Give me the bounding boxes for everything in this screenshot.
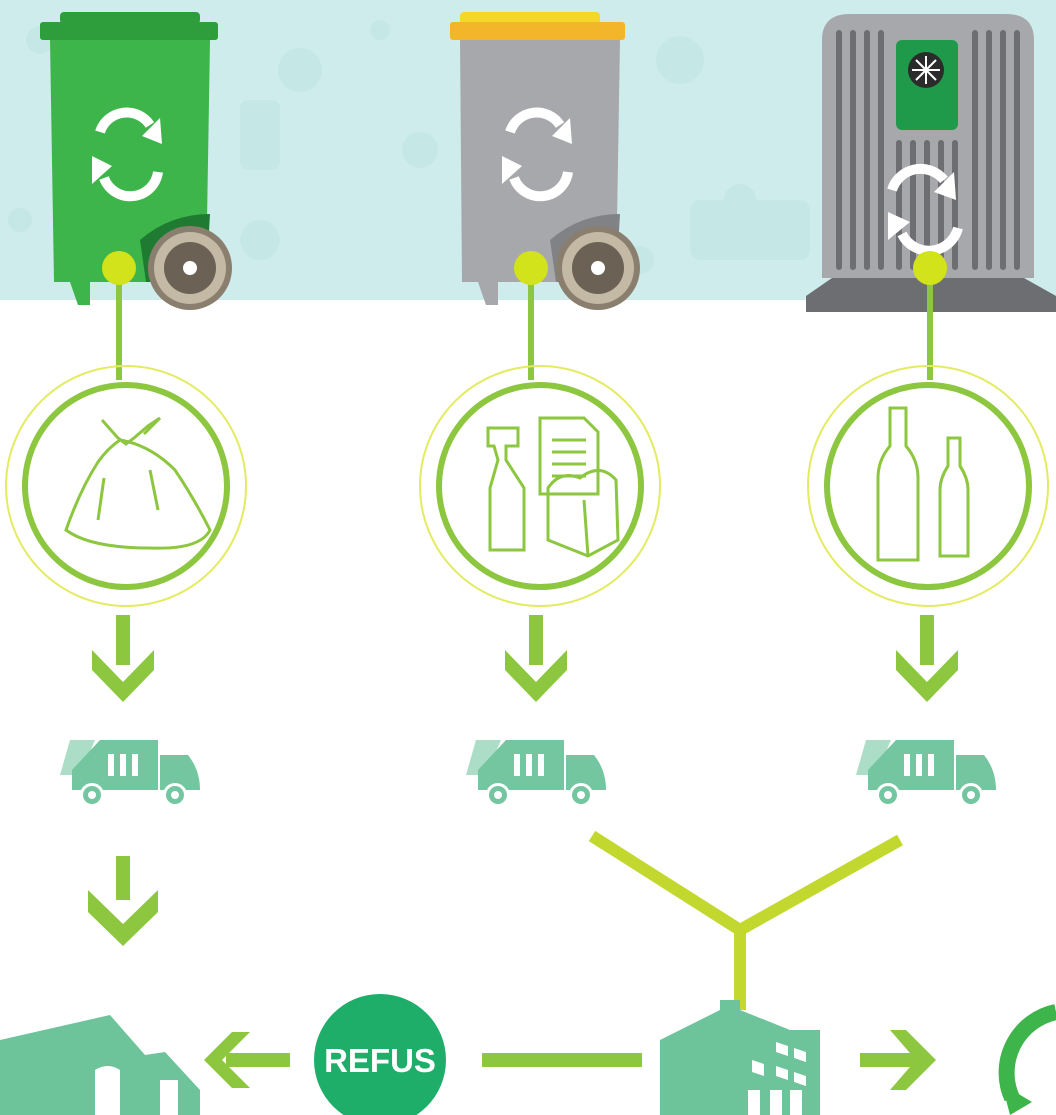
landfill-icon	[0, 1015, 200, 1115]
connector-1	[102, 251, 136, 380]
refus-label: REFUS	[324, 1042, 436, 1079]
refus-badge: REFUS	[314, 994, 446, 1115]
merge-lines	[588, 830, 903, 1010]
connector-2	[514, 251, 548, 380]
truck-icon-3	[856, 740, 996, 807]
down-arrow-landfill	[88, 856, 158, 946]
trash-bag-icon	[5, 365, 247, 607]
recycling-symbol-icon	[998, 1004, 1056, 1115]
grey-bin-icon	[450, 12, 640, 310]
sorting-center-icon	[660, 1000, 820, 1115]
glass-bell-icon	[806, 14, 1056, 312]
refus-connector-line	[482, 1053, 642, 1067]
down-arrow-3	[896, 615, 958, 702]
left-arrow-to-landfill	[204, 1032, 290, 1088]
connector-3	[913, 251, 947, 380]
down-arrow-1	[92, 615, 154, 702]
recyclables-icon	[419, 365, 661, 607]
truck-icon-1	[60, 740, 200, 807]
green-bin-icon	[40, 12, 232, 310]
truck-icon-2	[466, 740, 606, 807]
right-arrow-to-recycling	[860, 1030, 936, 1090]
glass-bottles-icon	[807, 365, 1049, 607]
down-arrow-2	[505, 615, 567, 702]
